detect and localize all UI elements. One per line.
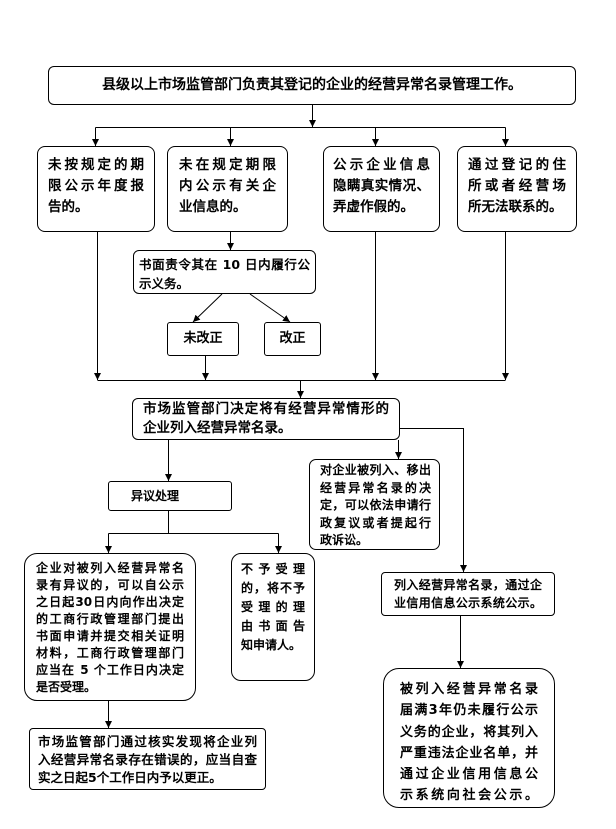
false-info-line: 隐瞒真实情况、 <box>333 178 430 194</box>
rejection-line: 受理的理 <box>241 600 305 614</box>
review-line: 政复议或者提起行 <box>320 515 431 530</box>
annual-report-box: 未按规定的期 限公示年度报 告的。 <box>37 146 155 232</box>
header-text: 县级以上市场监管部门负责其登记的企业的经营异常名录管理工作。 <box>102 77 522 93</box>
serious-line: 通过企业信用信息公 <box>400 767 538 783</box>
arrow-order-to-not-corrected <box>192 293 223 323</box>
arrow-decision-to-publish <box>400 428 467 572</box>
correction-box: 市场监管部门通过核实发现将企业列 入经营异常名录存在错误的，应当自查 实之日起5… <box>29 728 266 790</box>
publish-box: 列入经营异常名录，通过企 业信用信息公示系统公示。 <box>381 572 555 616</box>
serious-line: 义务的企业，将其列入 <box>400 724 538 740</box>
unreachable-line: 所无法联系的。 <box>468 199 563 215</box>
objection-apply-line: 书面申请并提交相关证明 <box>36 629 184 643</box>
rejection-line: 由书面告 <box>241 619 305 633</box>
rejection-line: 的，将不予 <box>241 581 305 595</box>
review-line: 对企业被列入、移出 <box>320 463 431 477</box>
rejection-box: 不予受理 的，将不予 受理的理 由书面告 知申请人。 <box>231 553 315 681</box>
objection-label: 异议处理 <box>131 489 180 503</box>
serious-line: 届满3年仍未履行公示 <box>400 703 538 719</box>
objection-apply-line: 的工商行政管理部门提出 <box>36 612 184 626</box>
serious-line: 示系统向社会公示。 <box>400 788 538 804</box>
review-line: 政诉讼。 <box>320 533 369 547</box>
objection-apply-line: 之日起30日内向作出决定 <box>36 595 184 609</box>
company-info-box: 未在规定期限 内公示有关企 业信息的。 <box>167 146 288 232</box>
serious-violation-box: 被列入经营异常名录 届满3年仍未履行公示 义务的企业，将其列入 严重违法企业名单… <box>383 668 555 808</box>
false-info-line: 公示企业信息 <box>333 157 430 173</box>
header-box: 县级以上市场监管部门负责其登记的企业的经营异常名录管理工作。 <box>48 66 576 105</box>
rejection-line: 不予受理 <box>241 562 305 576</box>
objection-apply-line: 企业对被列入经营异常名 <box>36 561 184 575</box>
serious-line: 被列入经营异常名录 <box>400 682 538 697</box>
company-info-line: 未在规定期限 <box>179 157 276 173</box>
serious-line: 严重违法企业名单，并 <box>400 745 538 761</box>
order-line: 书面责令其在 10 日内履行公 <box>139 257 310 272</box>
company-info-line: 内公示有关企 <box>179 178 276 194</box>
annual-report-line: 限公示年度报 <box>48 178 144 194</box>
corrected-box: 改正 <box>264 322 321 356</box>
publish-line: 业信用信息公示系统公示。 <box>394 596 542 610</box>
unreachable-line: 所或者经营场 <box>468 178 566 194</box>
decision-box: 市场监管部门决定将有经营异常情形的 企业列入经营异常名录。 <box>132 398 400 440</box>
objection-apply-box: 企业对被列入经营异常名 录有异议的，可以自公示 之日起30日内向作出决定 的工商… <box>24 553 196 701</box>
review-line: 定，可以依法申请行 <box>320 498 431 512</box>
decision-line: 市场监管部门决定将有经营异常情形的 <box>143 401 389 417</box>
objection-apply-line: 应当在 5 个工作日内决定 <box>36 663 184 677</box>
not-corrected-box: 未改正 <box>167 322 239 356</box>
corrected-text: 改正 <box>279 331 306 346</box>
objection-box: 异议处理 <box>108 481 232 511</box>
objection-apply-line: 材料，工商行政管理部门 <box>36 646 184 660</box>
correction-line: 市场监管部门通过核实发现将企业列 <box>38 734 257 749</box>
order-line: 示义务。 <box>139 276 190 291</box>
false-info-box: 公示企业信息 隐瞒真实情况、 弄虚作假的。 <box>323 146 440 232</box>
objection-apply-line: 录有异议的，可以自公示 <box>36 578 184 592</box>
arrow-order-to-corrected <box>249 293 291 323</box>
annual-report-line: 告的。 <box>48 199 89 215</box>
review-line: 经营异常名录的决 <box>320 480 431 495</box>
objection-apply-line: 是否受理。 <box>36 680 97 694</box>
decision-line: 企业列入经营异常名录。 <box>143 420 292 436</box>
review-box: 对企业被列入、移出 经营异常名录的决 定，可以依法申请行 政复议或者提起行 政诉… <box>309 459 440 550</box>
company-info-line: 业信息的。 <box>179 199 247 215</box>
publish-line: 列入经营异常名录，通过企 <box>394 578 542 592</box>
false-info-line: 弄虚作假的。 <box>333 199 414 215</box>
order-box: 书面责令其在 10 日内履行公 示义务。 <box>133 250 316 294</box>
correction-line: 实之日起5个工作日内予以更正。 <box>38 770 222 785</box>
unreachable-line: 通过登记的住 <box>468 157 566 173</box>
unreachable-box: 通过登记的住 所或者经营场 所无法联系的。 <box>457 146 577 232</box>
not-corrected-text: 未改正 <box>183 331 223 346</box>
annual-report-line: 未按规定的期 <box>48 157 144 173</box>
rejection-line: 知申请人。 <box>241 638 302 652</box>
correction-line: 入经营异常名录存在错误的，应当自查 <box>38 752 257 767</box>
